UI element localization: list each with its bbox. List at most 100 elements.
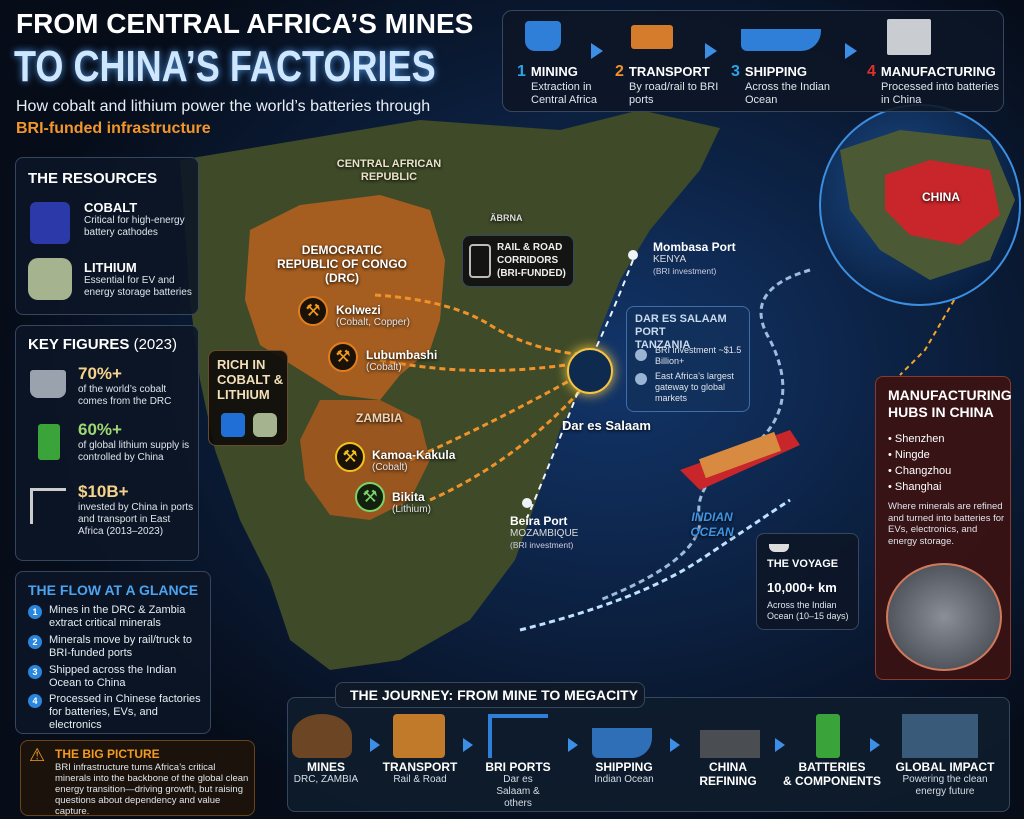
city-ev-icon — [902, 714, 978, 758]
arrow-icon — [845, 43, 857, 59]
hubs-title: MANUFACTURING HUBS IN CHINA — [888, 387, 1012, 420]
port-crane-icon — [30, 488, 66, 524]
title-line-2: TO CHINA’S FACTORIES — [14, 42, 436, 91]
ship-icon — [592, 728, 652, 758]
gateway-icon — [635, 373, 647, 385]
key-figure-investment: $10B+invested by China in ports and tran… — [78, 482, 194, 537]
mine-cart-icon — [525, 21, 561, 51]
shipping-route-2 — [599, 268, 811, 602]
hubs-desc: Where minerals are refined and turned in… — [888, 501, 1005, 547]
arrow-icon — [670, 738, 680, 752]
transport-route-1 — [374, 293, 586, 357]
cobalt-ore-icon — [221, 413, 245, 437]
hub-city: • Ningde — [888, 449, 930, 461]
mine-cart-icon — [30, 370, 66, 398]
port-crane-icon — [488, 714, 548, 758]
mine-icon-kolwezi[interactable]: ⚒ — [298, 296, 328, 326]
mine-icon-bikita[interactable]: ⚒ — [355, 482, 385, 512]
battery-icon — [38, 424, 60, 460]
big-picture-text: BRI infrastructure turns Africa’s critic… — [55, 762, 249, 817]
voyage-desc: Across the Indian Ocean (10–15 days) — [767, 600, 849, 621]
lithium-ore-icon — [28, 258, 72, 300]
flow-title: THE FLOW AT A GLANCE — [28, 582, 199, 598]
factory-icon — [887, 19, 931, 55]
china-region — [885, 160, 1000, 245]
arrow-icon — [370, 738, 380, 752]
voyage-title: THE VOYAGE — [767, 558, 839, 570]
dar-es-salaam-port-icon[interactable] — [567, 348, 613, 394]
ship-icon — [741, 29, 821, 51]
beira-port-marker[interactable] — [522, 498, 532, 508]
factory-robots-image — [886, 563, 1002, 671]
manufacturing-hubs-panel: MANUFACTURING HUBS IN CHINA • Shenzhen •… — [875, 376, 1012, 680]
refinery-icon — [700, 730, 760, 758]
voyage-panel: THE VOYAGE 10,000+ km Across the Indian … — [756, 533, 859, 630]
battery-icon — [816, 714, 840, 758]
label-zambia: ZAMBIA — [356, 411, 403, 425]
arrow-icon — [775, 738, 785, 752]
label-small-region: ÄBRNA — [490, 213, 523, 223]
key-figure-cobalt: 70%+of the world’s cobalt comes from the… — [78, 364, 172, 407]
label-central-african-republic: CENTRAL AFRICAN REPUBLIC — [336, 158, 442, 183]
rail-road-corridors-box: RAIL & ROAD CORRIDORS (BRI-FUNDED) — [462, 235, 574, 287]
big-picture-panel: ⚠ THE BIG PICTURE BRI infrastructure tur… — [20, 740, 255, 817]
rail-road-title: RAIL & ROAD CORRIDORS (BRI-FUNDED) — [497, 242, 566, 279]
mombasa-port-marker[interactable] — [628, 250, 638, 260]
investment-icon — [635, 349, 647, 361]
big-picture-title: THE BIG PICTURE — [55, 747, 160, 761]
subtitle: How cobalt and lithium power the world’s… — [16, 98, 431, 115]
train-icon — [469, 244, 491, 278]
mine-icon-kamoa-kakula[interactable]: ⚒ — [335, 442, 365, 472]
title-line-1: FROM CENTRAL AFRICA’S MINES — [16, 8, 474, 39]
journey-title-tab: THE JOURNEY: FROM MINE TO MEGACITY — [335, 682, 645, 708]
ship-containers — [698, 431, 782, 479]
transport-route-3 — [409, 370, 586, 462]
mine-label-bikita: Bikita(Lithium) — [392, 490, 431, 515]
hubs-city-list: • Shenzhen • Ningde • Changzhou • Shangh… — [888, 431, 951, 495]
label-drc: DEMOCRATIC REPUBLIC OF CONGO (DRC) — [276, 243, 407, 285]
label-china: CHINA — [922, 190, 960, 204]
arrow-icon — [591, 43, 603, 59]
key-figures-title: KEY FIGURES (2023) — [28, 336, 177, 353]
arrow-icon — [568, 738, 578, 752]
resources-title: THE RESOURCES — [28, 170, 158, 187]
mine-icon-lubumbashi[interactable]: ⚒ — [328, 342, 358, 372]
drc-region — [245, 195, 445, 400]
rich-minerals-box: RICH IN COBALT & LITHIUM — [208, 350, 288, 446]
arrow-icon — [463, 738, 473, 752]
arrow-icon — [870, 738, 880, 752]
zambia-region — [300, 400, 430, 520]
journey-title: THE JOURNEY: FROM MINE TO MEGACITY — [350, 687, 639, 703]
hub-city: • Changzhou — [888, 465, 952, 477]
hub-city: • Shanghai — [888, 481, 942, 493]
truck-icon — [631, 25, 673, 49]
label-indian-ocean: INDIAN OCEAN — [690, 510, 734, 539]
dar-point-investment: BRI investment ~$1.5 Billion+ — [655, 345, 742, 366]
ship-icon — [769, 544, 789, 552]
transport-route-2 — [379, 358, 586, 373]
mine-label-lubumbashi: Lubumbashi(Cobalt) — [366, 348, 438, 373]
arrow-icon — [705, 43, 717, 59]
warning-icon: ⚠ — [29, 745, 46, 765]
shipping-route-1 — [519, 498, 791, 632]
journey-step-batteries: BATTERIES& COMPONENTS — [782, 760, 881, 788]
